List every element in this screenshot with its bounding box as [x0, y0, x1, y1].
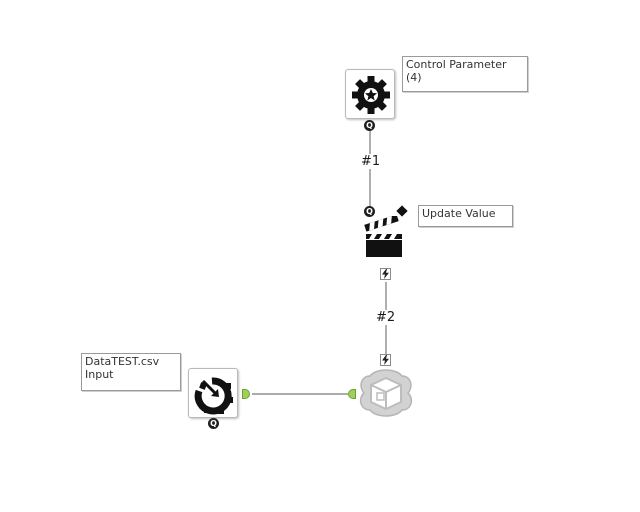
annotation-update-value: Update Value [418, 205, 513, 227]
annotation-control-parameter: Control Parameter (4) [402, 56, 528, 92]
gear-icon [352, 76, 390, 114]
diamond-icon [396, 205, 408, 217]
data-input-anchor[interactable] [348, 389, 356, 399]
connection-label-1: #1 [360, 154, 382, 169]
data-output-anchor[interactable] [242, 389, 250, 399]
control-parameter-tool[interactable] [345, 69, 395, 119]
input-data-tool[interactable] [188, 368, 238, 418]
lightning-icon [382, 269, 389, 279]
clapperboard-icon[interactable] [364, 216, 408, 260]
action-output-anchor[interactable] [380, 268, 391, 280]
action-input-anchor[interactable] [380, 354, 391, 366]
question-input-anchor[interactable]: Q [208, 418, 219, 429]
lightning-icon [382, 355, 389, 365]
input-data-icon [194, 377, 233, 415]
macro-cube-icon[interactable] [356, 366, 416, 420]
annotation-input: DataTEST.csv Input [81, 353, 181, 391]
connection-label-2: #2 [375, 310, 397, 325]
question-output-anchor[interactable]: Q [364, 120, 375, 131]
question-input-anchor[interactable]: Q [364, 206, 375, 217]
